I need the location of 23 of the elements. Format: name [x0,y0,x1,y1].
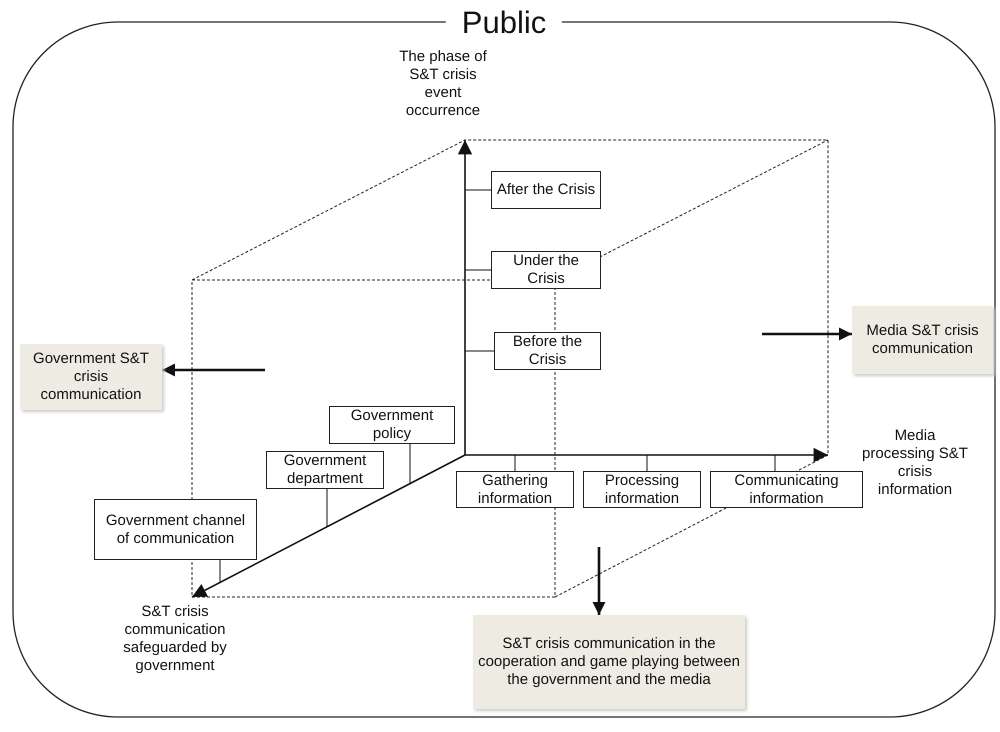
label-box: After the Crisis [491,171,601,209]
label-box: Under the Crisis [491,251,601,289]
axis-title: S&T crisis communication safeguarded by government [122,603,228,675]
callout-box: S&T crisis communication in the cooperation and game playing between the government and the media [473,615,745,709]
leader-line [774,454,776,472]
callout-box: Media S&T crisis communication [852,306,993,374]
axis-title: The phase of S&T crisis event occurrence [398,48,488,120]
label-box: Processing information [583,471,701,508]
leader-line [646,454,648,472]
label-box: Before the Crisis [494,332,601,370]
label-box: Government department [266,451,384,489]
axis-title: Media processing S&T crisis information [861,427,969,499]
label-box: Government policy [329,406,455,444]
arrow [162,364,265,376]
leader-line [464,350,494,352]
label-box: Government channel of communication [94,499,257,560]
arrow [592,547,606,615]
label-box: Gathering information [456,471,574,508]
leader-line [326,488,328,528]
leader-line [514,454,516,472]
label-box: Communicating information [710,471,863,508]
arrow [762,328,852,340]
callout-box: Government S&T crisis communication [20,344,162,410]
